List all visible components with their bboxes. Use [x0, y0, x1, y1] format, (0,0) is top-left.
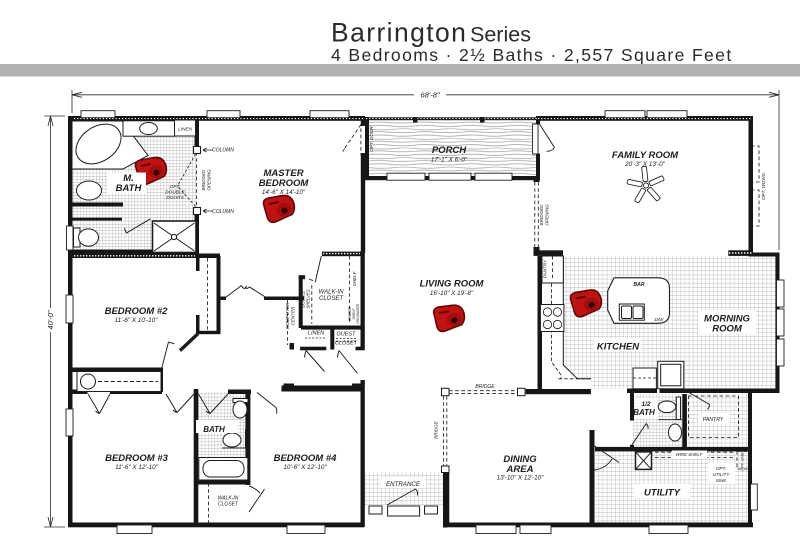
- svg-text:COMPUTER: COMPUTER: [285, 302, 290, 329]
- svg-text:SHELF: SHELF: [352, 308, 356, 320]
- svg-text:OPT. LINEN: OPT. LINEN: [741, 450, 745, 471]
- svg-text:PANTRY: PANTRY: [703, 417, 724, 423]
- svg-text:16'-10" X 19'-8": 16'-10" X 19'-8": [430, 290, 474, 297]
- svg-text:Barrington: Barrington: [331, 18, 467, 48]
- svg-text:PORCH: PORCH: [432, 145, 467, 156]
- svg-text:LINEN: LINEN: [308, 331, 324, 337]
- svg-text:OPT.: OPT.: [170, 184, 181, 190]
- svg-text:13'-10" X 12'-10": 13'-10" X 12'-10": [497, 475, 545, 482]
- svg-text:BATH: BATH: [116, 183, 143, 194]
- svg-text:4 Bedrooms · 2½ Baths · 2,557: 4 Bedrooms · 2½ Baths · 2,557 Square Fee…: [331, 45, 733, 65]
- svg-text:BRIDGE: BRIDGE: [434, 420, 439, 439]
- svg-text:BAR: BAR: [633, 282, 644, 288]
- svg-text:BATH: BATH: [633, 408, 655, 417]
- svg-text:DINING: DINING: [503, 454, 537, 465]
- svg-text:40'-0": 40'-0": [46, 310, 55, 329]
- svg-text:MORNING: MORNING: [704, 314, 751, 325]
- svg-text:WIRE SHELF: WIRE SHELF: [676, 452, 703, 457]
- svg-text:GRASED: GRASED: [348, 306, 352, 321]
- svg-text:11'-6" X 12'-10": 11'-6" X 12'-10": [115, 464, 159, 471]
- svg-text:WALK-IN: WALK-IN: [319, 290, 345, 296]
- svg-text:SINK: SINK: [716, 478, 728, 483]
- svg-text:LIVING ROOM: LIVING ROOM: [420, 279, 485, 290]
- svg-text:BRIDGED: BRIDGED: [539, 204, 544, 226]
- svg-text:M.: M.: [123, 173, 134, 184]
- svg-text:GUEST: GUEST: [337, 332, 357, 338]
- svg-text:LINEN: LINEN: [178, 127, 192, 132]
- svg-text:68'-8": 68'-8": [420, 91, 439, 100]
- svg-text:BEDROOM #2: BEDROOM #2: [105, 306, 169, 317]
- svg-text:BEDROOM #4: BEDROOM #4: [274, 453, 338, 464]
- svg-text:BEDROOM #3: BEDROOM #3: [105, 453, 169, 464]
- svg-text:CLOSET: CLOSET: [335, 341, 358, 347]
- svg-text:BRIDGE: BRIDGE: [475, 384, 495, 390]
- svg-text:BATH: BATH: [203, 425, 225, 434]
- svg-text:UTILITY: UTILITY: [644, 488, 682, 499]
- svg-text:ROOM: ROOM: [712, 324, 743, 335]
- svg-text:MASTER: MASTER: [263, 168, 303, 179]
- svg-text:SHELVES: SHELVES: [306, 289, 311, 308]
- svg-text:ENTRANCE: ENTRANCE: [386, 481, 421, 488]
- svg-text:UTILITY: UTILITY: [712, 472, 730, 477]
- svg-text:Series: Series: [470, 23, 531, 47]
- svg-text:CLOSET: CLOSET: [218, 502, 239, 508]
- svg-text:17'-1" X 6'-0": 17'-1" X 6'-0": [431, 157, 468, 164]
- svg-text:FAMILY ROOM: FAMILY ROOM: [612, 150, 679, 161]
- svg-text:DOUBLE: DOUBLE: [301, 290, 306, 307]
- svg-text:DOORS: DOORS: [166, 195, 184, 201]
- svg-text:ORGANIZER: ORGANIZER: [356, 303, 360, 324]
- svg-text:WALK-IN: WALK-IN: [218, 496, 239, 502]
- svg-text:20'-3" X 13'-0": 20'-3" X 13'-0": [624, 161, 666, 168]
- svg-text:11'-6" X 10'-10": 11'-6" X 10'-10": [115, 317, 159, 324]
- svg-text:BEDROOM: BEDROOM: [259, 178, 310, 189]
- svg-text:CENTER: CENTER: [291, 306, 296, 326]
- svg-text:DOUBLE: DOUBLE: [165, 190, 186, 196]
- svg-text:14'-6" X 14'-10": 14'-6" X 14'-10": [262, 189, 306, 196]
- svg-text:1/2: 1/2: [641, 401, 650, 408]
- svg-text:OPT. DOOR: OPT. DOOR: [369, 126, 374, 152]
- svg-text:KITCHEN: KITCHEN: [597, 342, 640, 353]
- svg-text:OPT. WDWS.: OPT. WDWS.: [761, 172, 766, 200]
- svg-text:PANTRY: PANTRY: [543, 259, 548, 278]
- svg-text:10'-6" X 12'-10": 10'-6" X 12'-10": [283, 464, 327, 471]
- svg-text:COLUMN: COLUMN: [212, 148, 234, 154]
- svg-text:OPT.: OPT.: [716, 466, 727, 471]
- svg-text:OPENING: OPENING: [207, 169, 212, 191]
- svg-text:BRIDGED: BRIDGED: [201, 169, 206, 191]
- svg-text:OPENING: OPENING: [545, 204, 550, 226]
- svg-text:CLOSET: CLOSET: [319, 296, 344, 302]
- svg-text:D/W: D/W: [655, 317, 665, 322]
- svg-text:COLUMN: COLUMN: [212, 209, 234, 215]
- svg-text:SHELF: SHELF: [352, 270, 357, 286]
- svg-text:AREA: AREA: [506, 464, 534, 475]
